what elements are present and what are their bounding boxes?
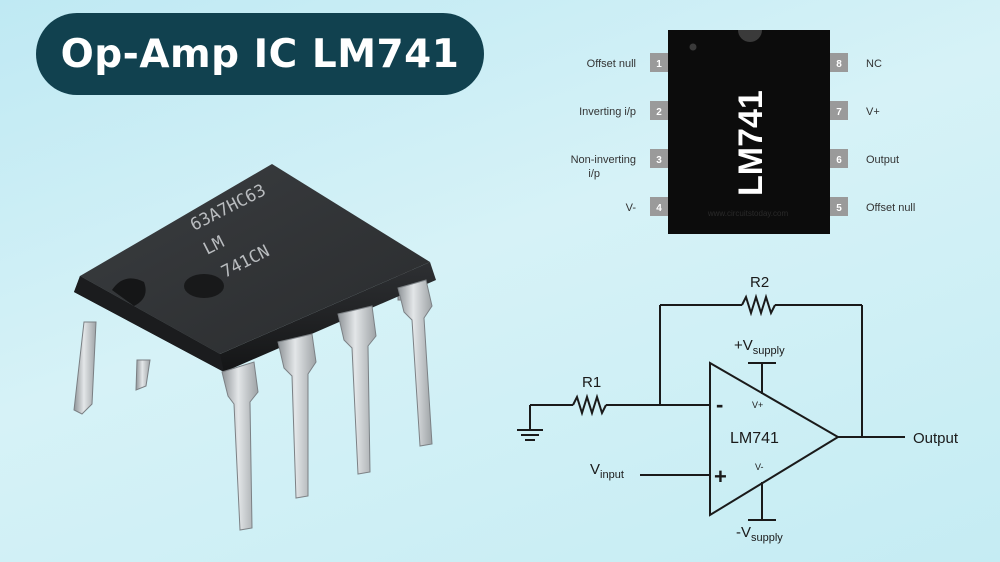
chip-pin-front-1 <box>221 361 259 531</box>
pin-3-label-line2: i/p <box>588 168 600 180</box>
vsupply-neg-sub: supply <box>751 532 783 544</box>
label-vminus-pin: V- <box>755 462 764 472</box>
label-opamp: LM741 <box>730 430 779 447</box>
pin-7-label: V+ <box>866 106 880 118</box>
page-title: Op-Amp IC LM741 <box>60 31 460 77</box>
title-badge: Op-Amp IC LM741 <box>36 13 484 95</box>
pinout-chip-label: LM741 <box>732 90 770 196</box>
pinout-watermark: www.circuitstoday.com <box>707 209 789 218</box>
label-output: Output <box>913 430 959 447</box>
svg-text:2: 2 <box>656 107 662 118</box>
pin-2: 2 Inverting i/p <box>579 101 668 120</box>
pin-1: 1 Offset null <box>587 53 668 72</box>
chip-photo: 63A7HC63 LM 741CN <box>73 164 436 531</box>
vsupply-neg-main: -V <box>736 524 751 541</box>
vsupply-pos-main: +V <box>734 337 753 354</box>
chip-pin-front-4 <box>397 279 433 447</box>
pinout-notch <box>738 30 762 42</box>
svg-text:1: 1 <box>656 59 662 70</box>
circuit-labels: R1 R2 +Vsupply -Vsupply Vinput Output LM… <box>582 274 959 544</box>
chip-pin-back-2 <box>135 359 151 391</box>
pin-4: 4 V- <box>626 197 668 216</box>
label-vplus-pin: V+ <box>752 400 763 410</box>
chip-body-top <box>80 164 430 354</box>
chip-notch <box>112 278 146 306</box>
chip-pin-front-2 <box>277 333 317 499</box>
pin-5-label: Offset null <box>866 202 915 214</box>
label-vsupply-neg: -Vsupply <box>736 524 783 544</box>
label-plus: + <box>714 464 727 489</box>
vsupply-pos-sub: supply <box>753 345 785 357</box>
vinput-sub: input <box>600 469 624 481</box>
pin-8: 8 NC <box>830 53 882 72</box>
circuit-schematic <box>517 293 905 521</box>
svg-text:8: 8 <box>836 59 842 70</box>
pin-4-label: V- <box>626 202 637 214</box>
pinout-pin1-dot <box>689 43 697 51</box>
pin-3: 3 Non-inverting i/p <box>571 149 668 180</box>
vinput-main: V <box>590 461 600 478</box>
label-vsupply-pos: +Vsupply <box>734 337 785 357</box>
pin-8-label: NC <box>866 58 882 70</box>
pinout-chip-body <box>668 30 830 234</box>
svg-text:5: 5 <box>836 203 842 214</box>
svg-text:3: 3 <box>656 155 662 166</box>
opamp-triangle <box>709 361 840 517</box>
chip-pin-front-3 <box>337 305 377 475</box>
chip-pin1-dot <box>184 274 224 298</box>
pin-6: 6 Output <box>830 149 899 168</box>
pin-3-label-line1: Non-inverting <box>571 154 636 166</box>
pin-6-label: Output <box>866 154 899 166</box>
resistor-r1 <box>572 393 607 417</box>
chip-pin-back-1 <box>73 321 97 415</box>
pinout-diagram: LM741 www.circuitstoday.com 1 Offset nul… <box>571 30 915 234</box>
label-r1: R1 <box>582 374 601 391</box>
pin-2-label: Inverting i/p <box>579 106 636 118</box>
svg-text:4: 4 <box>656 203 662 214</box>
pin-7: 7 V+ <box>830 101 880 120</box>
svg-text:6: 6 <box>836 155 842 166</box>
ground-symbol <box>517 405 543 441</box>
pin-5: 5 Offset null <box>830 197 915 216</box>
label-minus: - <box>716 392 723 417</box>
svg-text:7: 7 <box>836 107 842 118</box>
pin-1-label: Offset null <box>587 58 636 70</box>
resistor-r2 <box>741 293 776 317</box>
label-vinput: Vinput <box>590 461 624 481</box>
label-r2: R2 <box>750 274 769 291</box>
